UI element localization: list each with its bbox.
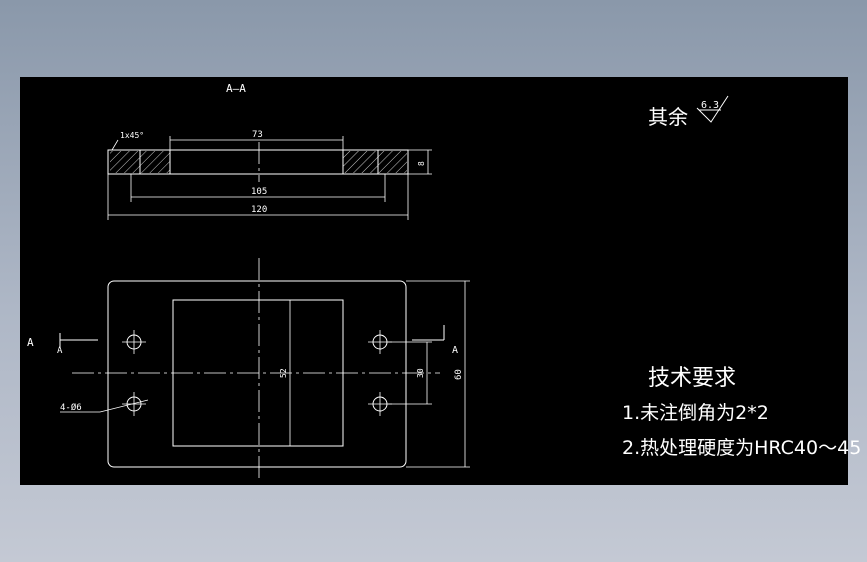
hole-callout: 4-Ø6 bbox=[60, 402, 82, 413]
section-mark-right: A bbox=[452, 345, 458, 356]
plate-outline bbox=[107, 280, 407, 468]
section-mark-left: A bbox=[27, 336, 34, 349]
dim-inner-height: 52 bbox=[279, 368, 288, 378]
chamfer-label: 1x45° bbox=[120, 131, 144, 140]
tech-requirement-1: 1.未注倒角为2*2 bbox=[622, 402, 769, 424]
hole-bottom-left bbox=[122, 392, 146, 416]
tech-requirements-title: 技术要求 bbox=[648, 366, 736, 391]
dim-mid-width: 105 bbox=[251, 187, 267, 197]
section-mark-left-inner: A bbox=[57, 346, 63, 356]
dim-overall-height: 60 bbox=[454, 369, 464, 380]
section-view: A—A 1x45° 73 8 105 120 bbox=[107, 82, 432, 220]
tech-requirements: 技术要求 1.未注倒角为2*2 2.热处理硬度为HRC40～45 bbox=[622, 366, 861, 459]
tech-requirement-2: 2.热处理硬度为HRC40～45 bbox=[622, 437, 861, 459]
section-title: A—A bbox=[226, 82, 246, 95]
roughness-value: 6.3 bbox=[701, 100, 719, 111]
dim-inner-top: 73 bbox=[252, 130, 263, 140]
hatch-right bbox=[343, 151, 407, 173]
roughness-symbol-icon bbox=[696, 95, 729, 123]
plan-view: 4-Ø6 A A A 52 30 60 bbox=[27, 258, 470, 480]
roughness-note: 其余 6.3 bbox=[648, 95, 729, 129]
dim-hole-spacing: 30 bbox=[416, 368, 425, 378]
hole-top-left bbox=[122, 330, 146, 354]
roughness-label: 其余 bbox=[648, 105, 688, 129]
dim-thickness: 8 bbox=[417, 161, 426, 166]
dim-overall-width: 120 bbox=[251, 205, 267, 215]
chamfer-leader bbox=[111, 139, 119, 151]
hole-leader bbox=[99, 399, 149, 413]
section-outline bbox=[107, 149, 409, 175]
